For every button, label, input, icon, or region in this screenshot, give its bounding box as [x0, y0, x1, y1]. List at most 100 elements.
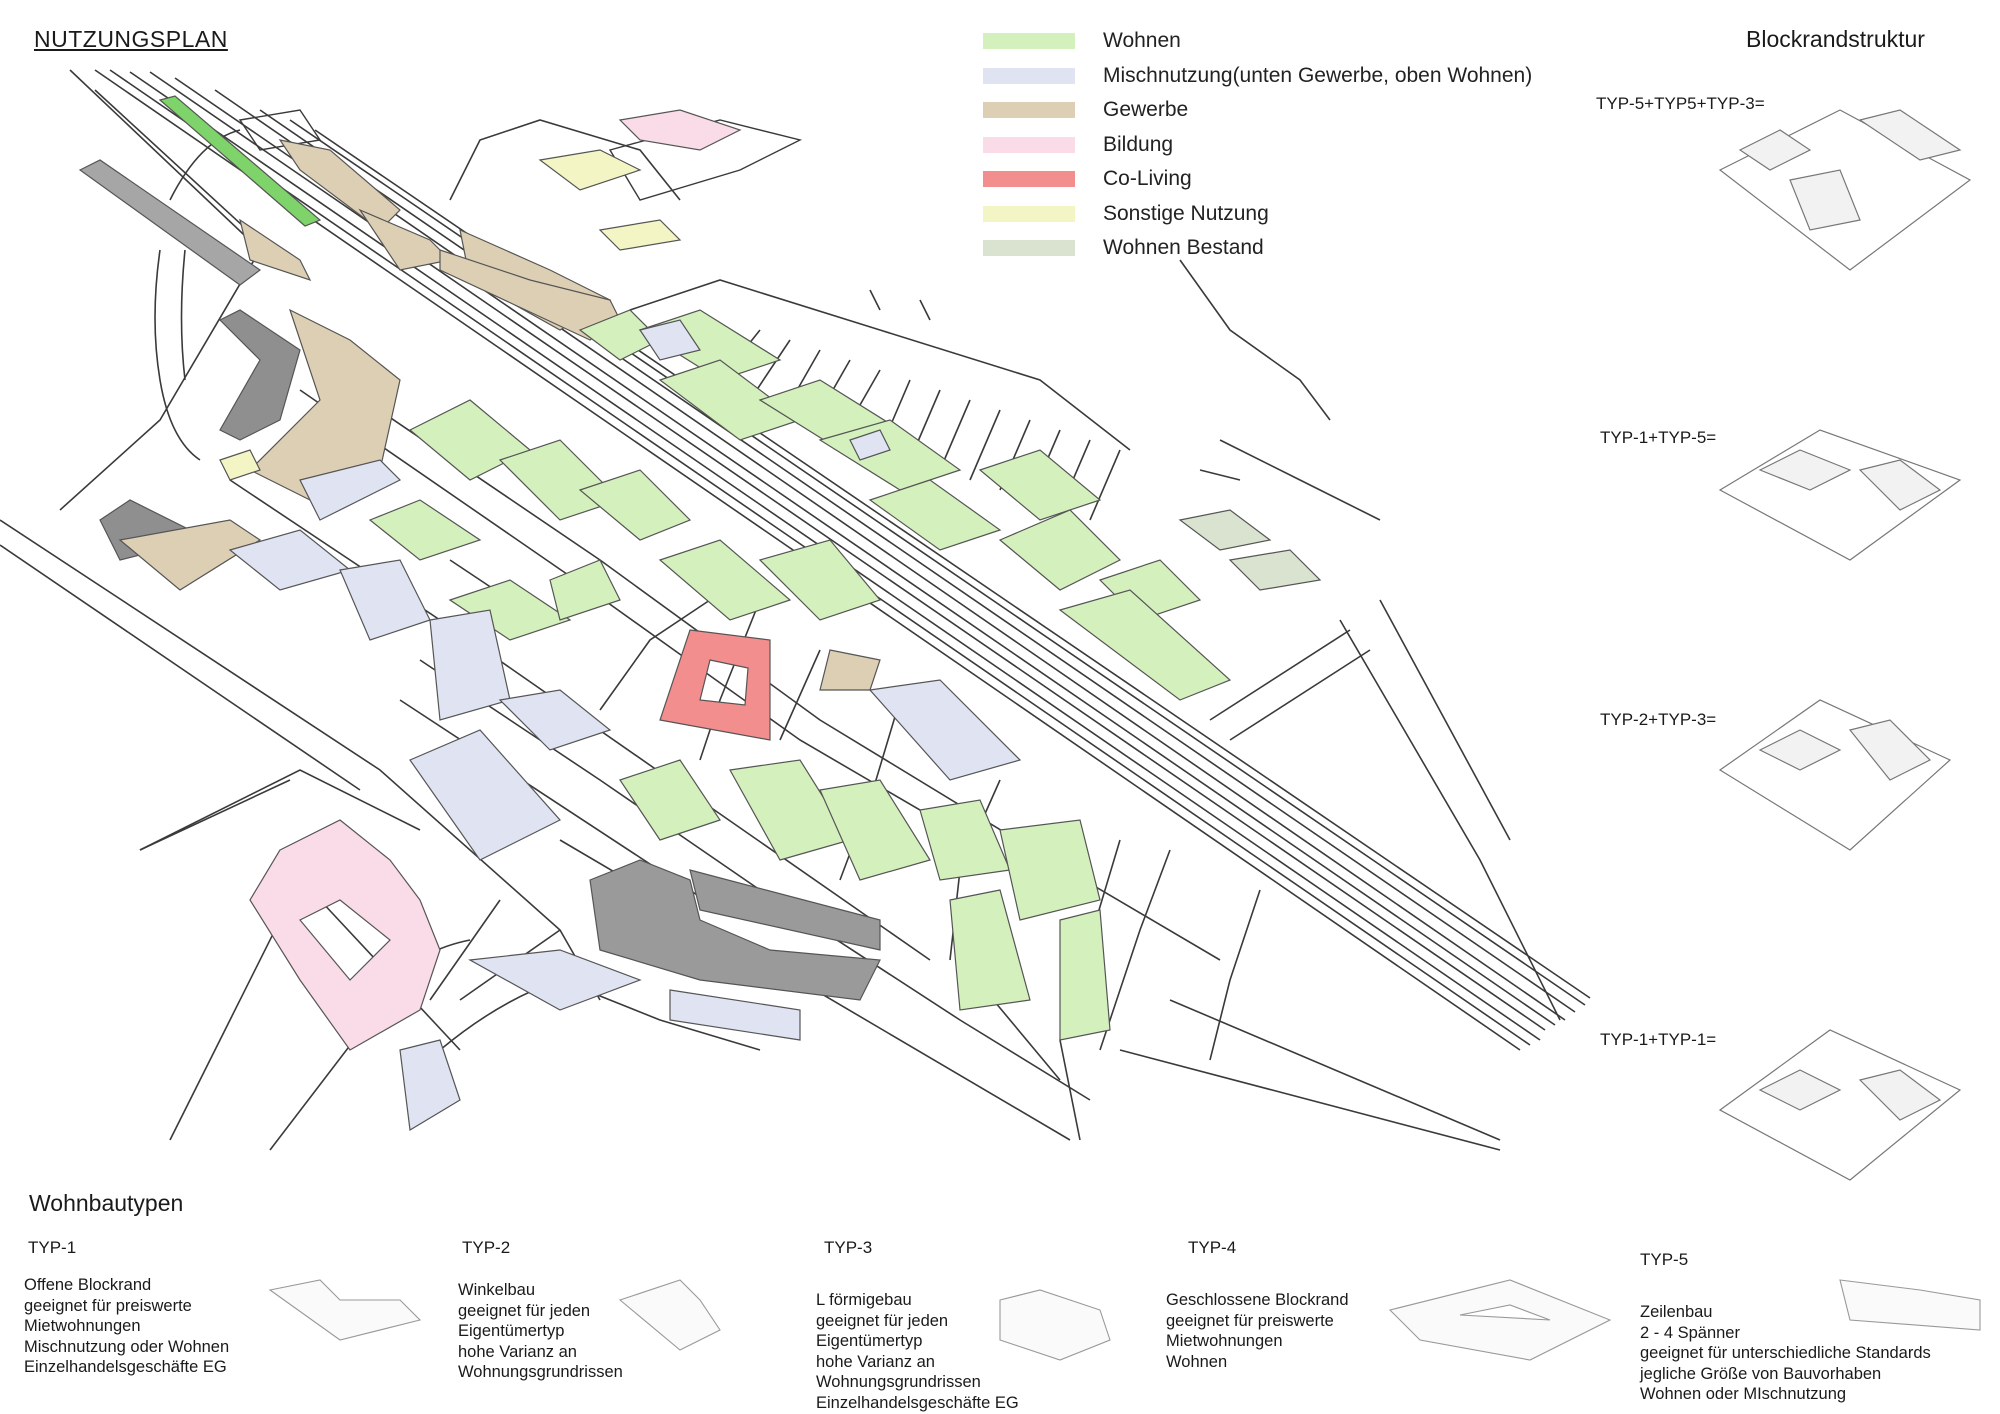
page-title: NUTZUNGSPLAN [34, 26, 228, 52]
sonstige-building [219, 449, 261, 481]
typ4-name: TYP-4 [1188, 1238, 1237, 1257]
legend-swatch [983, 67, 1075, 84]
mischnutzung-building [339, 559, 431, 641]
wohnen-bestand-building [1228, 549, 1322, 591]
railway-track [214, 89, 1566, 1021]
typ2-line: hohe Varianz an [458, 1342, 577, 1361]
bildung-building [618, 109, 742, 151]
legend-label: Wohnen [1103, 29, 1181, 53]
typ2-description: Winkelbau geeignet für jeden Eigentümert… [458, 1280, 623, 1383]
typ1-line: Mietwohnungen [24, 1317, 141, 1335]
parcel-line [969, 409, 1001, 481]
street [419, 659, 1091, 1101]
street [180, 249, 186, 381]
typ2-line: geeignet für jeden [458, 1301, 591, 1320]
wohnen-building [619, 759, 721, 841]
legend-label: Wohnen Bestand [1103, 236, 1264, 260]
wohnen-building [949, 889, 1031, 1011]
blockrand-diagram-3 [1758, 729, 1842, 771]
wohnen-building [978, 449, 1102, 521]
typ4-line: Mietwohnungen [1166, 1332, 1283, 1350]
street [1229, 649, 1371, 741]
parcel-line [1089, 449, 1121, 521]
existing-building [689, 869, 881, 951]
blockrand-diagram-4 [1718, 1029, 1962, 1181]
typ1-line: Mischnutzung oder Wohnen [24, 1337, 230, 1356]
typ5-drawing [1839, 1279, 1981, 1331]
blockrand-diagram-1 [1858, 109, 1962, 161]
street [139, 779, 291, 851]
street [1169, 999, 1501, 1141]
legend: Wohnen Mischnutzung(unten Gewerbe, oben … [983, 24, 1532, 266]
typ3-name: TYP-3 [824, 1238, 873, 1257]
wohnen-building [998, 509, 1122, 591]
gewerbe-building [278, 139, 401, 231]
mischnutzung-building [669, 989, 801, 1041]
wohnen-building [578, 469, 692, 541]
legend-item-bildung: Bildung [983, 128, 1532, 163]
mischnutzung-building [468, 949, 642, 1011]
legend-swatch [983, 33, 1075, 50]
legend-swatch [983, 136, 1075, 153]
typ4-line: geeignet für preiswerte [1166, 1311, 1334, 1330]
street [1339, 619, 1561, 1021]
existing-building [78, 159, 262, 286]
sonstige-building [538, 149, 642, 191]
typ3-description: L förmigebau geeignet für jeden Eigentüm… [816, 1290, 1019, 1413]
legend-label: Gewerbe [1103, 98, 1189, 122]
street [1099, 849, 1171, 1051]
legend-item-coliving: Co-Living [983, 162, 1532, 197]
typ4-line: Geschlossene Blockrand [1166, 1291, 1349, 1309]
typ1-line: geeignet für preiswerte [24, 1296, 192, 1315]
blockrand-diagram-1 [1789, 169, 1861, 231]
wohnen-building [868, 479, 1002, 551]
typ5-line: Wohnen oder MIschnutzung [1640, 1385, 1847, 1403]
typ4-line: Wohnen [1166, 1352, 1228, 1371]
mischnutzung-building [639, 319, 701, 361]
wohnen-building [658, 539, 792, 621]
blockrand-diagram-3 [1848, 719, 1932, 781]
typ2-drawing [618, 1279, 721, 1351]
legend-label: Mischnutzung(unten Gewerbe, oben Wohnen) [1103, 63, 1533, 87]
typ5-name: TYP-5 [1640, 1250, 1689, 1269]
mischnutzung-building [399, 1039, 461, 1131]
typ2-line: Wohnungsgrundrissen [458, 1363, 623, 1381]
typ1-line: Einzelhandelsgeschäfte EG [24, 1358, 227, 1376]
typ5-line: Zeilenbau [1640, 1303, 1713, 1321]
street [1209, 889, 1261, 1061]
blockrand-diagram-3 [1718, 699, 1952, 851]
blockrand-label-4: TYP-1+TYP-1= [1600, 1030, 1717, 1049]
street [869, 289, 881, 311]
street [1219, 439, 1381, 521]
wohnen-building [818, 419, 962, 491]
street [429, 899, 501, 1001]
wohnen-building [919, 799, 1011, 881]
typ1-name: TYP-1 [28, 1238, 77, 1257]
street [449, 119, 681, 201]
street [319, 369, 1221, 961]
blockrand-diagram-2 [1758, 449, 1852, 491]
street [1379, 599, 1511, 841]
street [1059, 1039, 1081, 1141]
typ2-name: TYP-2 [462, 1238, 511, 1257]
typ3-line: geeignet für jeden [816, 1311, 949, 1330]
typ1-description: Offene Blockrand geeignet für preiswerte… [24, 1275, 229, 1378]
street [169, 129, 241, 201]
street [599, 599, 711, 711]
blockrand-diagram-1 [1738, 129, 1812, 171]
typ4-description: Geschlossene Blockrand geeignet für prei… [1166, 1290, 1349, 1372]
wohnen-building [999, 819, 1101, 921]
typ5-line: geeignet für unterschiedliche Standards [1640, 1344, 1931, 1362]
typ1-line: Offene Blockrand [24, 1276, 152, 1294]
typ3-line: L förmigebau [816, 1291, 912, 1309]
gewerbe-building [118, 519, 262, 591]
blockrand-title: Blockrandstruktur [1746, 26, 1925, 52]
blockrand-label-1: TYP-5+TYP5+TYP-3= [1596, 94, 1765, 113]
mischnutzung-building [868, 679, 1022, 781]
wohnen-building [158, 95, 322, 227]
typ5-line: jegliche Größe von Bauvorhaben [1640, 1364, 1882, 1383]
bildung-building [249, 819, 441, 1051]
parcel-line [939, 399, 971, 471]
street [1119, 1049, 1501, 1151]
